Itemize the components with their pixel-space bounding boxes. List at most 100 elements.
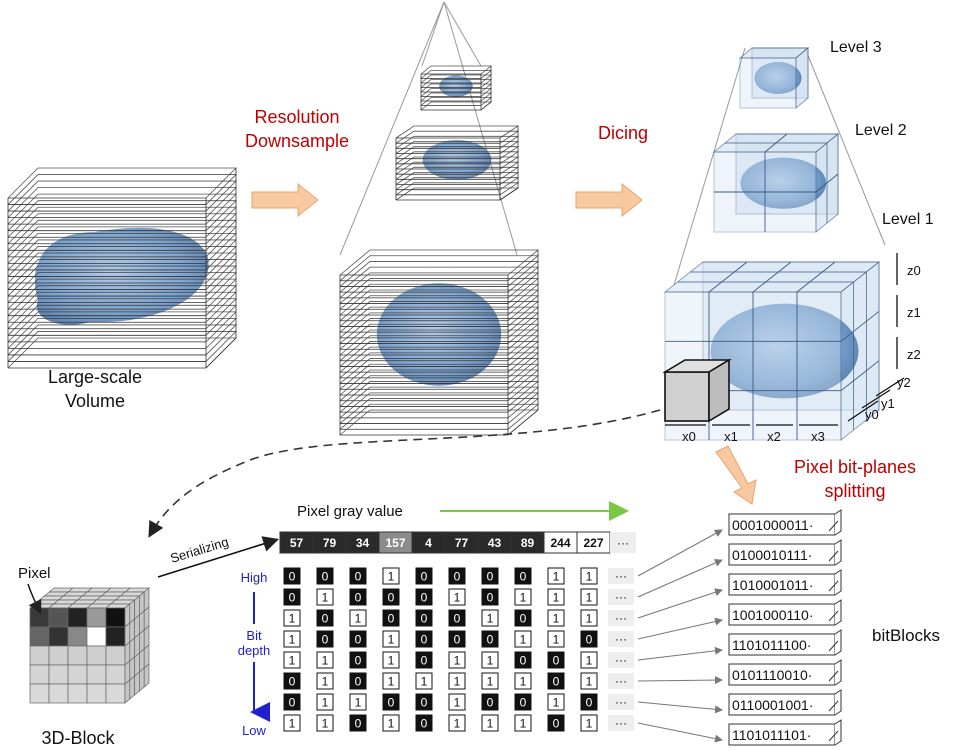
bit-value: 1 [553, 696, 560, 710]
bit-row-ellipsis: ··· [615, 695, 627, 709]
bit-cell: 1 [283, 651, 301, 669]
bit-value: 1 [322, 717, 329, 731]
downsample-arrow [251, 182, 319, 218]
bit-cell: 0 [283, 567, 301, 585]
x2-label: x2 [767, 429, 781, 444]
bit-value: 0 [355, 654, 362, 668]
bit-value: 0 [355, 591, 362, 605]
bit-row-ellipsis-box [608, 610, 634, 626]
bitblock-item: 0110001001· [728, 689, 842, 716]
bit-value: 1 [454, 654, 461, 668]
bit-value: 1 [388, 717, 395, 731]
bit-value: 1 [553, 570, 560, 584]
bit-value: 1 [487, 612, 494, 626]
gray-value-text: 4 [425, 536, 432, 550]
bit-value: 1 [487, 717, 494, 731]
gray-value-text: 43 [488, 536, 502, 550]
bit-row-ellipsis-box [608, 631, 634, 647]
bit-cell: 1 [481, 651, 499, 669]
bitblock-connector [637, 646, 723, 661]
bit-cell: 1 [448, 651, 466, 669]
bit-value: 1 [322, 696, 329, 710]
bit-cell: 0 [415, 630, 433, 648]
gray-value-cell: 57 [279, 531, 314, 554]
bit-value: 1 [487, 654, 494, 668]
bit-cell: 0 [481, 630, 499, 648]
gray-value-text: 244 [550, 536, 570, 550]
gray-value-text: 79 [323, 536, 337, 550]
bit-value: 0 [454, 570, 461, 584]
bit-cell: 1 [580, 651, 598, 669]
bit-row-ellipsis: ··· [615, 716, 627, 730]
bit-value: 1 [454, 696, 461, 710]
bit-value: 0 [355, 717, 362, 731]
pyramid-level-medium [395, 125, 520, 201]
bit-value: 0 [421, 654, 428, 668]
bit-value: 1 [388, 570, 395, 584]
bit-cell: 1 [481, 672, 499, 690]
level3-label: Level 3 [830, 39, 882, 56]
bitblock-connector [637, 701, 723, 714]
bit-cell: 1 [349, 693, 367, 711]
bit-value: 0 [322, 633, 329, 647]
serializing-arrow [157, 536, 280, 578]
bit-cell: 1 [448, 672, 466, 690]
bit-cell: 0 [316, 630, 334, 648]
bit-cell: 1 [547, 567, 565, 585]
bitblock-item: 1101011101· [728, 719, 842, 746]
bitplane-arrow [715, 445, 757, 505]
bit-cell: 0 [382, 693, 400, 711]
bit-value: 0 [553, 717, 560, 731]
pyramid-level-large [339, 249, 540, 436]
bit-value: 1 [289, 654, 296, 668]
bit-cell: 0 [283, 672, 301, 690]
bit-value: 0 [421, 591, 428, 605]
gray-value-text: 157 [385, 536, 405, 550]
bit-cell: 1 [481, 714, 499, 732]
bit-value: 0 [322, 612, 329, 626]
bit-row-ellipsis: ··· [615, 569, 627, 583]
bitblocks-label: bitBlocks [872, 626, 940, 645]
bitblock-text: 1101011100· [732, 637, 811, 653]
bit-value: 1 [553, 612, 560, 626]
low-label: Low [242, 723, 266, 738]
bit-row-ellipsis-box [608, 589, 634, 605]
bit-row-ellipsis-box [608, 715, 634, 731]
bit-cell: 1 [283, 630, 301, 648]
z1-label: z1 [907, 305, 921, 320]
bitblock-text: 0110001001· [732, 697, 813, 713]
gray-value-cell: 157 [378, 531, 413, 554]
bit-cell: 1 [316, 651, 334, 669]
bit-cell: 0 [481, 567, 499, 585]
gray-value-ellipsis-box [610, 532, 636, 553]
bit-cell: 0 [349, 714, 367, 732]
high-label: High [241, 570, 268, 585]
bit-value: 0 [487, 633, 494, 647]
bit-row-ellipsis: ··· [615, 674, 627, 688]
level1-label: Level 1 [882, 211, 934, 228]
bit-cell: 1 [283, 714, 301, 732]
bitblock-item: 0101110010· [728, 659, 842, 686]
bit-value: 0 [421, 612, 428, 626]
bit-cell: 0 [514, 609, 532, 627]
z0-label: z0 [907, 263, 921, 278]
bit-value: 0 [355, 675, 362, 689]
bitblock-connector [637, 722, 723, 743]
bitblock-connector [637, 588, 723, 619]
gray-value-text: 227 [583, 536, 603, 550]
bitblocks-list: 0001000011·0100010111·1010001011·1001000… [728, 509, 842, 746]
bit-value: 0 [520, 654, 527, 668]
bit-cell: 1 [580, 609, 598, 627]
bit-cell: 0 [349, 672, 367, 690]
bitblock-connector [637, 529, 723, 577]
bit-value: 0 [520, 612, 527, 626]
bitplanes-label-2: splitting [824, 481, 885, 501]
bit-cell: 1 [547, 588, 565, 606]
bit-value: 1 [520, 717, 527, 731]
bit-row-ellipsis: ··· [615, 632, 627, 646]
bit-value: 1 [487, 675, 494, 689]
bit-cell: 1 [580, 714, 598, 732]
bit-value: 0 [553, 654, 560, 668]
bit-value: 0 [454, 612, 461, 626]
bit-value: 1 [520, 633, 527, 647]
